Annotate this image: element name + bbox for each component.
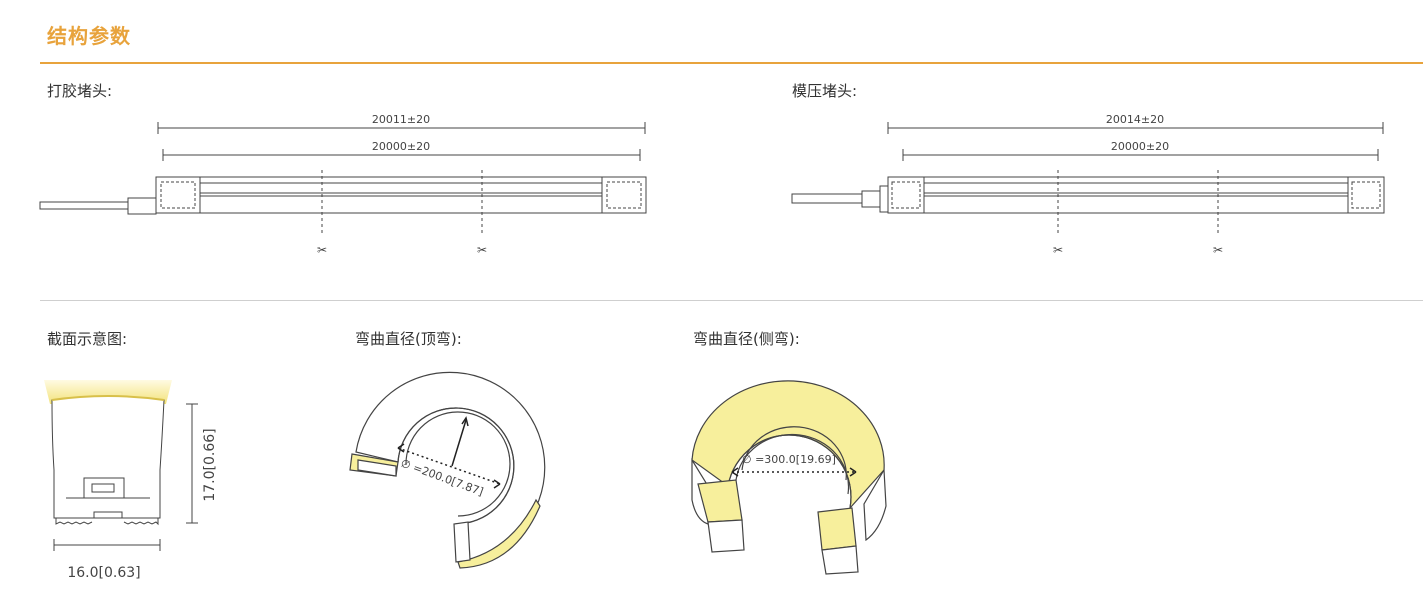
svg-text:✂: ✂ [1053, 243, 1063, 257]
molded-cut-length: 20000±20 [1111, 140, 1169, 153]
svg-text:✂: ✂ [317, 243, 327, 257]
scissors-icon: ✂ [317, 243, 327, 257]
cross-section-width: 16.0[0.63] [67, 565, 140, 581]
bend-top-drawing: ∅ =200.0[7.87] [349, 371, 546, 569]
molded-endcap-label: 模压堵头: [792, 82, 858, 100]
molded-endcap-drawing: ✂ ✂ 20014±20 20000±20 [791, 113, 1385, 257]
glued-endcap-drawing: ✂ ✂ 20011±20 20000±20 [39, 113, 647, 257]
svg-text:✂: ✂ [477, 243, 487, 257]
glued-endcap-label: 打胶堵头: [47, 82, 113, 100]
section-divider [40, 300, 1423, 301]
molded-overall-length: 20014±20 [1106, 113, 1164, 126]
scissors-icon: ✂ [477, 243, 487, 257]
glued-cut-length: 20000±20 [372, 140, 430, 153]
title-divider [40, 62, 1423, 64]
bend-side-diameter: ∅ =300.0[19.69] [742, 453, 836, 466]
bend-side-label: 弯曲直径(侧弯): [693, 330, 800, 348]
section-title: 结构参数 [47, 24, 131, 48]
scissors-icon: ✂ [1213, 243, 1223, 257]
svg-text:✂: ✂ [1213, 243, 1223, 257]
cross-section-height: 17.0[0.66] [202, 428, 218, 501]
bend-side-drawing: ∅ =300.0[19.69] [691, 380, 887, 575]
cross-section-label: 截面示意图: [47, 330, 128, 348]
bend-top-label: 弯曲直径(顶弯): [355, 330, 462, 348]
glued-overall-length: 20011±20 [372, 113, 430, 126]
cross-section-drawing: 17.0[0.66] 16.0[0.63] [44, 380, 218, 581]
scissors-icon: ✂ [1053, 243, 1063, 257]
